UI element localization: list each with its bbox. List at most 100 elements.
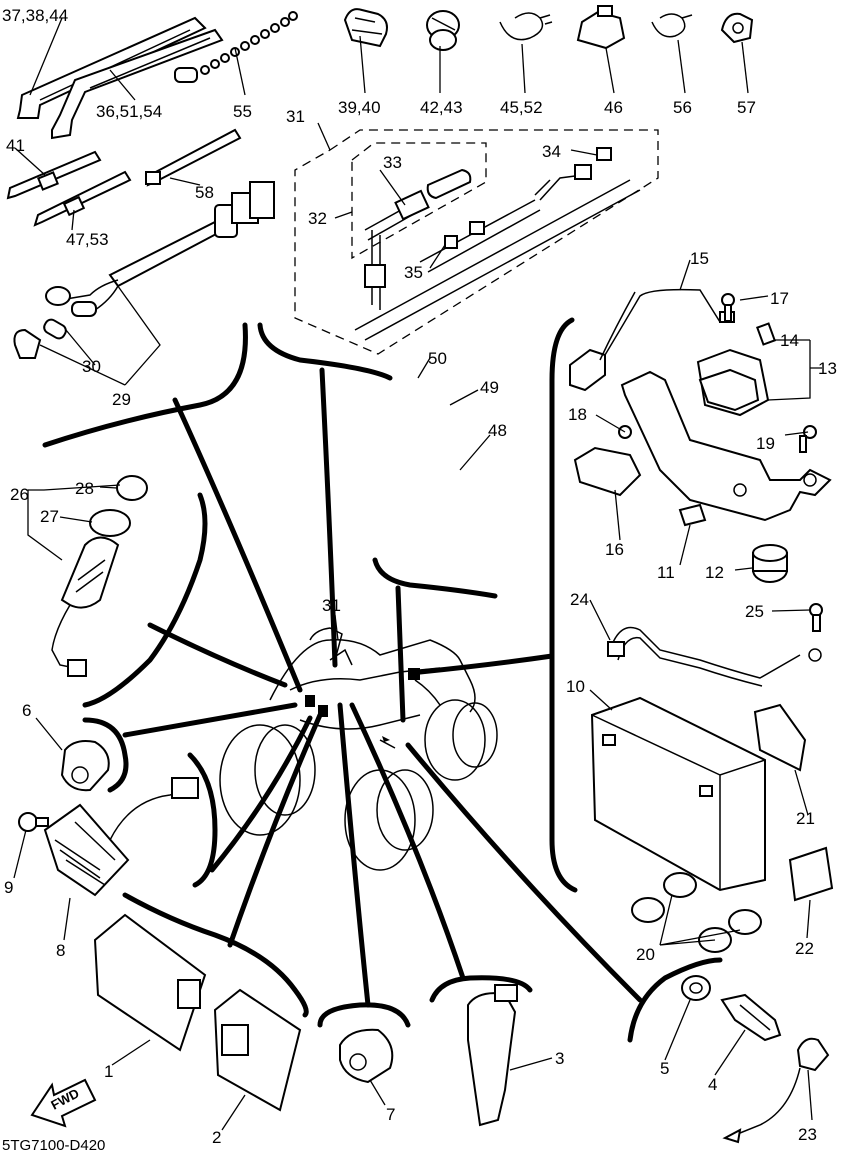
callout-36-51-54: 36,51,54: [96, 102, 162, 121]
callout-42-43: 42,43: [420, 98, 463, 117]
callout-17: 17: [770, 289, 789, 308]
cdi-cover-2: [213, 988, 302, 1112]
callout-27: 27: [40, 507, 59, 526]
callout-leaders: [13, 17, 822, 1131]
callout-35: 35: [404, 263, 423, 282]
callout-37-38-44: 37,38,44: [2, 6, 68, 25]
callout-24: 24: [570, 590, 589, 609]
callout-18: 18: [568, 405, 587, 424]
callout-26: 26: [10, 485, 29, 504]
cap-30: [13, 318, 67, 359]
leader-15: [417, 653, 555, 675]
callout-45-52: 45,52: [500, 98, 543, 117]
frame-7: [317, 1002, 411, 1028]
leader-26: [147, 622, 288, 688]
sensor-7: [339, 1028, 394, 1084]
frame-6: [82, 717, 129, 793]
callout-13: 13: [818, 359, 837, 378]
ignition-coil-3: [467, 984, 518, 1127]
leader-48: [395, 585, 406, 723]
diagram-code: 5TG7100-D420: [2, 1137, 105, 1154]
callout-48: 48: [488, 421, 507, 440]
atv-vehicle-outline: [219, 627, 498, 871]
callout-34: 34: [542, 142, 561, 161]
callout-6: 6: [22, 701, 31, 720]
cable-tie-58: [145, 128, 242, 187]
frame-top-left: [42, 322, 248, 448]
wire-harness-group-31: [294, 129, 659, 355]
callout-57: 57: [737, 98, 756, 117]
callout-10: 10: [566, 677, 585, 696]
grommet-42-43: [426, 10, 460, 51]
band-45-52: [499, 12, 553, 41]
leader-4: [405, 742, 643, 1003]
callout-2: 2: [212, 1128, 221, 1147]
callout-55: 55: [233, 102, 252, 121]
spark-plug-4: [720, 993, 782, 1042]
frame-26: [82, 492, 208, 708]
frame-8: [187, 752, 218, 888]
main-switch-26: [51, 475, 148, 677]
leader-1: [227, 712, 323, 948]
battery-assembly: [590, 626, 834, 953]
callout-29: 29: [112, 390, 131, 409]
bolt-9: [18, 812, 49, 832]
callout-11: 11: [657, 563, 675, 582]
callout-58: 58: [195, 183, 214, 202]
callout-28: 28: [75, 479, 94, 498]
callout-16: 16: [605, 540, 624, 559]
frame-48-49: [372, 557, 498, 599]
rectifier-regulator-8: [43, 777, 199, 897]
bead-band-55: [174, 11, 298, 83]
clamp-41: [6, 150, 102, 200]
callout-labels: 37,38,44 36,51,54 55 39,40 42,43 45,52 4…: [2, 6, 837, 1154]
leader-29: [172, 397, 303, 693]
sub-lead-29: [45, 181, 275, 317]
callout-5: 5: [660, 1059, 669, 1078]
callout-25: 25: [745, 602, 764, 621]
callout-32: 32: [308, 209, 327, 228]
callout-46: 46: [604, 98, 623, 117]
band-56: [651, 13, 693, 38]
coupler-cover-46: [576, 5, 626, 50]
callout-56: 56: [673, 98, 692, 117]
callout-31-vehicle: 31: [322, 596, 341, 615]
callout-23: 23: [798, 1125, 817, 1144]
leader-6: [122, 702, 298, 738]
callout-3: 3: [555, 1049, 564, 1068]
callout-19: 19: [756, 434, 775, 453]
plug-cap-23: [722, 1037, 830, 1144]
callout-21: 21: [796, 809, 815, 828]
leader-7: [337, 702, 371, 1008]
cable-tie-36-51-54: [51, 28, 224, 140]
callout-20: 20: [636, 945, 655, 964]
callout-31-top: 31: [286, 107, 305, 126]
callout-47-53: 47,53: [66, 230, 109, 249]
forward-arrow: FWD: [30, 1078, 97, 1128]
cdi-unit-1: [93, 913, 207, 1052]
callout-1: 1: [104, 1062, 113, 1081]
switch-6: [60, 740, 110, 792]
callout-12: 12: [705, 563, 724, 582]
washer-5: [681, 975, 711, 1001]
callout-14: 14: [780, 331, 799, 350]
frame-1-2: [122, 892, 309, 1018]
callout-9: 9: [4, 878, 13, 897]
clamp-47-53: [33, 170, 132, 227]
frame-3: [429, 975, 533, 1003]
frame-top-center: [257, 322, 393, 381]
leader-31: [319, 367, 338, 668]
callout-7: 7: [386, 1105, 395, 1124]
leader-8: [209, 715, 313, 873]
callout-49: 49: [480, 378, 499, 397]
callout-4: 4: [708, 1075, 717, 1094]
leader-3: [349, 702, 466, 981]
frame-4-5: [627, 957, 723, 1043]
relay-bracket-assembly: [569, 288, 832, 632]
callout-22: 22: [795, 939, 814, 958]
callout-33: 33: [383, 153, 402, 172]
callout-30: 30: [82, 357, 101, 376]
callout-8: 8: [56, 941, 65, 960]
callout-39-40: 39,40: [338, 98, 381, 117]
